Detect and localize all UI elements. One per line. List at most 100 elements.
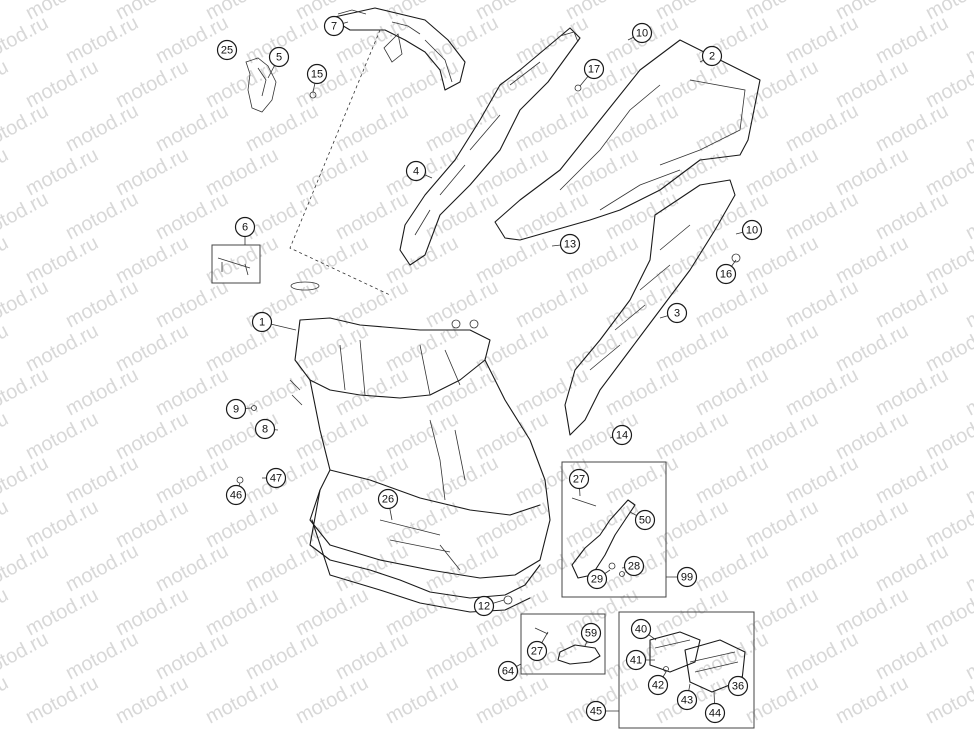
watermark-text: motod.ru xyxy=(332,12,412,68)
watermark-text: motod.ru xyxy=(62,452,142,508)
callout-10: 10 xyxy=(741,219,763,241)
part-1-main-frame xyxy=(236,281,551,613)
watermark-text: motod.ru xyxy=(962,452,974,508)
callout-7: 7 xyxy=(323,15,345,37)
watermark-text: motod.ru xyxy=(332,100,412,156)
watermark-text: motod.ru xyxy=(872,364,952,420)
callout-number: 10 xyxy=(746,225,758,237)
watermark-text: motod.ru xyxy=(0,232,12,288)
watermark-text: motod.ru xyxy=(782,628,862,684)
callout-number: 27 xyxy=(531,646,543,658)
watermark-text: motod.ru xyxy=(152,540,232,596)
part-2-drawing xyxy=(494,39,761,241)
watermark-text: motod.ru xyxy=(962,100,974,156)
watermark-text: motod.ru xyxy=(0,100,52,156)
watermark-text: motod.ru xyxy=(152,100,232,156)
callout-4: 4 xyxy=(405,160,427,182)
watermark-text: motod.ru xyxy=(152,364,232,420)
callout-circle xyxy=(580,622,602,644)
watermark-text: motod.ru xyxy=(332,188,412,244)
watermark-text: motod.ru xyxy=(872,188,952,244)
watermark-text: motod.ru xyxy=(152,188,232,244)
callout-circle xyxy=(586,568,608,590)
watermark-text: motod.ru xyxy=(512,100,592,156)
watermark-text: motod.ru xyxy=(62,100,142,156)
callout-circle xyxy=(526,640,548,662)
callout-59: 59 xyxy=(580,622,602,644)
callout-circle xyxy=(585,700,607,722)
callout-circle xyxy=(234,216,256,238)
callout-number: 3 xyxy=(674,308,680,320)
watermark-text: motod.ru xyxy=(242,188,322,244)
callout-number: 42 xyxy=(652,680,664,692)
part-64-group xyxy=(520,613,606,675)
callout-circle xyxy=(611,424,633,446)
watermark-text: motod.ru xyxy=(0,584,12,640)
watermark-text: motod.ru xyxy=(62,12,142,68)
watermark-text: motod.ru xyxy=(422,276,502,332)
callout-circle xyxy=(701,45,723,67)
callout-3: 3 xyxy=(666,302,688,324)
watermark-text: motod.ru xyxy=(422,188,502,244)
watermark-text: motod.ru xyxy=(872,12,952,68)
callout-27: 27 xyxy=(568,468,590,490)
watermark-text: motod.ru xyxy=(782,276,862,332)
watermark-text: motod.ru xyxy=(0,188,52,244)
callout-28: 28 xyxy=(623,555,645,577)
callout-number: 28 xyxy=(628,561,640,573)
callout-circle xyxy=(265,467,287,489)
watermark-text: motod.ru xyxy=(62,540,142,596)
callout-number: 64 xyxy=(502,666,514,678)
watermark-text: motod.ru xyxy=(962,188,974,244)
callout-number: 5 xyxy=(276,52,282,64)
callout-99: 99 xyxy=(676,566,698,588)
watermark-text: motod.ru xyxy=(0,0,12,24)
callout-number: 47 xyxy=(270,473,282,485)
callout-circle xyxy=(306,63,328,85)
watermark-text: motod.ru xyxy=(152,12,232,68)
callout-42: 42 xyxy=(647,674,669,696)
callout-circle xyxy=(254,418,276,440)
watermark-text: motod.ru xyxy=(922,232,974,288)
watermark-text: motod.ru xyxy=(562,672,642,728)
callout-number: 50 xyxy=(639,515,651,527)
callout-circle xyxy=(568,468,590,490)
callout-1: 1 xyxy=(251,311,273,333)
callout-number: 29 xyxy=(591,574,603,586)
watermark-text: motod.ru xyxy=(692,364,772,420)
watermark-text: motod.ru xyxy=(62,276,142,332)
callout-circle xyxy=(634,509,656,531)
watermark-text: motod.ru xyxy=(782,188,862,244)
watermark-text: motod.ru xyxy=(0,276,52,332)
watermark-text: motod.ru xyxy=(62,364,142,420)
callout-2: 2 xyxy=(701,45,723,67)
callout-number: 1 xyxy=(259,317,265,329)
callout-number: 27 xyxy=(573,474,585,486)
watermark-text: motod.ru xyxy=(422,452,502,508)
part-3-drawing xyxy=(564,179,741,436)
callout-16: 16 xyxy=(715,263,737,285)
watermark-text: motod.ru xyxy=(602,188,682,244)
callout-circle xyxy=(623,555,645,577)
part-99-group xyxy=(561,461,667,598)
callout-number: 40 xyxy=(635,624,647,636)
callout-number: 43 xyxy=(681,695,693,707)
callout-circle xyxy=(625,649,647,671)
callout-27: 27 xyxy=(526,640,548,662)
callout-number: 26 xyxy=(382,494,394,506)
watermark-text: motod.ru xyxy=(692,628,772,684)
watermark-text: motod.ru xyxy=(422,628,502,684)
watermark-text: motod.ru xyxy=(0,364,52,420)
watermark-text: motod.ru xyxy=(512,628,592,684)
watermark-text: motod.ru xyxy=(242,540,322,596)
watermark-text: motod.ru xyxy=(0,672,12,728)
watermark-text: motod.ru xyxy=(922,56,974,112)
callout-29: 29 xyxy=(586,568,608,590)
part-6-group xyxy=(211,244,261,284)
callout-number: 45 xyxy=(590,706,602,718)
callout-36: 36 xyxy=(727,675,749,697)
watermark-text: motod.ru xyxy=(782,540,862,596)
watermark-text: motod.ru xyxy=(512,276,592,332)
callout-12: 12 xyxy=(473,595,495,617)
